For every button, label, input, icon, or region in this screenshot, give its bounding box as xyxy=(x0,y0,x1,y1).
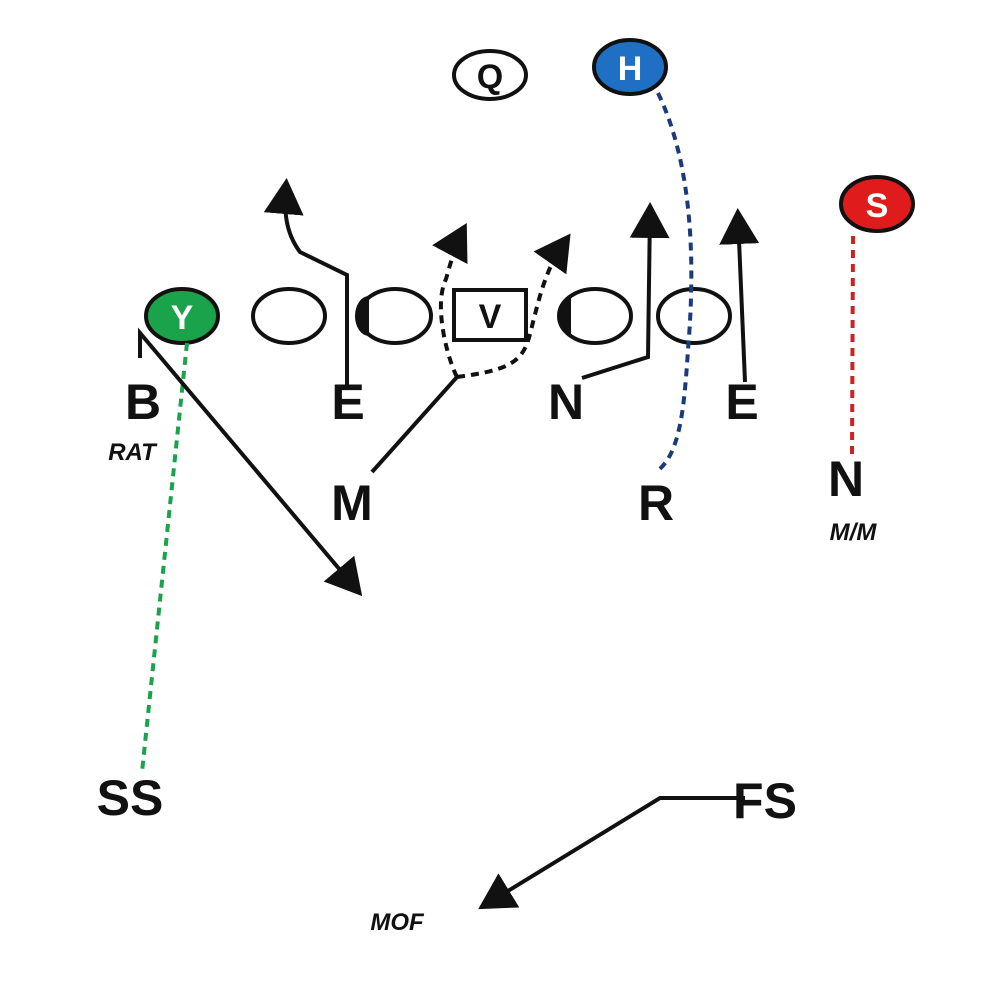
offensive-lineman-left-guard xyxy=(357,287,433,345)
defender-m: M xyxy=(331,475,373,531)
fs-rotation-route xyxy=(478,796,745,910)
e-left-rush-route xyxy=(263,178,349,385)
fs-note-mof: MOF xyxy=(370,909,425,936)
defender-r: R xyxy=(638,475,674,531)
n-line-rush-route xyxy=(581,202,670,380)
y-coverage-line xyxy=(140,342,189,773)
offensive-lineman-right-tackle xyxy=(656,287,732,345)
defender-n-line: N xyxy=(548,374,584,430)
n-note-mm: M/M xyxy=(830,519,878,546)
b-blitz-route xyxy=(138,327,363,597)
slot-s-label: S xyxy=(866,187,889,225)
tight-end-y xyxy=(144,287,220,345)
defender-e-left: E xyxy=(331,374,364,430)
defender-e-right: E xyxy=(725,374,758,430)
lineman-shade-left-guard xyxy=(355,296,369,336)
defender-b: B xyxy=(125,374,161,430)
defender-fs: FS xyxy=(733,773,797,829)
lineman-shade-right-guard xyxy=(558,297,571,335)
h-coverage-line xyxy=(654,92,694,474)
s-coverage-line xyxy=(850,235,855,456)
quarterback-q-label: Q xyxy=(477,58,503,96)
offensive-lineman-left-tackle xyxy=(251,287,327,345)
m-option-left xyxy=(432,222,468,378)
halfback-h xyxy=(592,38,668,96)
tight-end-y-label: Y xyxy=(171,299,194,337)
defender-ss: SS xyxy=(97,770,164,826)
quarterback-q xyxy=(452,49,528,101)
m-blitz-route xyxy=(370,375,459,474)
halfback-h-label: H xyxy=(618,50,643,88)
center-box xyxy=(452,288,528,342)
center-label: V xyxy=(479,298,502,336)
e-right-rush-route xyxy=(719,208,760,383)
slot-s xyxy=(839,175,915,233)
m-option-right xyxy=(456,233,571,379)
defender-n-wide: N xyxy=(828,451,864,507)
b-note-rat: RAT xyxy=(108,439,158,466)
